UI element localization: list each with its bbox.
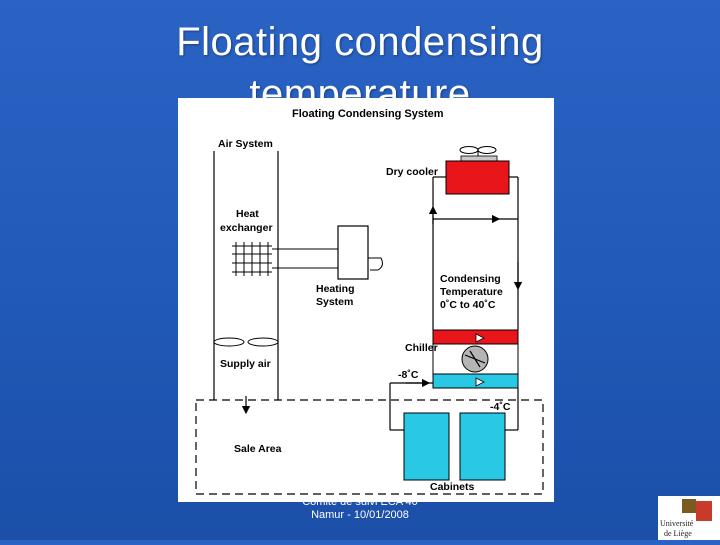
- cabinet-right: [459, 412, 506, 481]
- compressor-blade-icon: [464, 350, 486, 368]
- chiller-expansion-valve-bottom: [475, 377, 485, 387]
- heat-exchanger-label-2: exchanger: [220, 222, 273, 234]
- footer-line1: Comité de suivi ECA 40: [302, 496, 418, 508]
- temp-minus4-label: -4˚C: [490, 401, 511, 413]
- air-system-label: Air System: [218, 138, 273, 150]
- heat-exchanger-label-1: Heat: [236, 208, 259, 220]
- logo-text-line1: Université: [660, 519, 694, 528]
- air-system-duct: [213, 151, 279, 400]
- heat-exchanger-coil: [232, 242, 340, 276]
- sale-area-boundary: [195, 399, 544, 495]
- chiller-label: Chiller: [405, 342, 438, 354]
- cabinets-label: Cabinets: [430, 481, 475, 493]
- dry-cooler-unit: [445, 160, 510, 195]
- dry-cooler-fan-icon: [459, 146, 497, 160]
- heating-system-unit: [337, 225, 369, 280]
- condensing-label-3: 0˚C to 40˚C: [440, 299, 496, 311]
- dry-cooler-label: Dry cooler: [386, 166, 438, 178]
- condensing-label-2: Temperature: [440, 286, 503, 298]
- sale-area-label: Sale Area: [234, 443, 282, 455]
- chiller-expansion-valve-top: [475, 333, 485, 343]
- logo-text-line2: de Liège: [664, 529, 692, 538]
- condenser-loop: [432, 176, 519, 330]
- cabinet-left: [403, 412, 450, 481]
- chiller-evaporator-cyan: [432, 373, 519, 389]
- dry-cooler-base: [460, 155, 498, 162]
- floating-condensing-diagram: Floating Condensing System Air System He…: [178, 98, 554, 502]
- chiller-condenser-red: [432, 329, 519, 345]
- slide-title: Floating condensing temperature: [0, 16, 720, 120]
- supply-air-fan-icon: [213, 337, 279, 347]
- condensing-label-1: Condensing: [440, 273, 501, 285]
- university-logo: Université de Liège: [658, 496, 720, 540]
- slide-title-line1: Floating condensing: [176, 20, 544, 64]
- heating-pipe: [368, 257, 383, 271]
- diagram-title: Floating Condensing System: [292, 108, 444, 120]
- footer: Comité de suivi ECA 40 Namur - 10/01/200…: [278, 496, 442, 522]
- heating-system-label-2: System: [316, 296, 353, 308]
- footer-line2: Namur - 10/01/2008: [311, 509, 409, 521]
- heating-system-label-1: Heating: [316, 283, 355, 295]
- temp-minus8-label: -8˚C: [398, 369, 419, 381]
- supply-air-label: Supply air: [220, 358, 271, 370]
